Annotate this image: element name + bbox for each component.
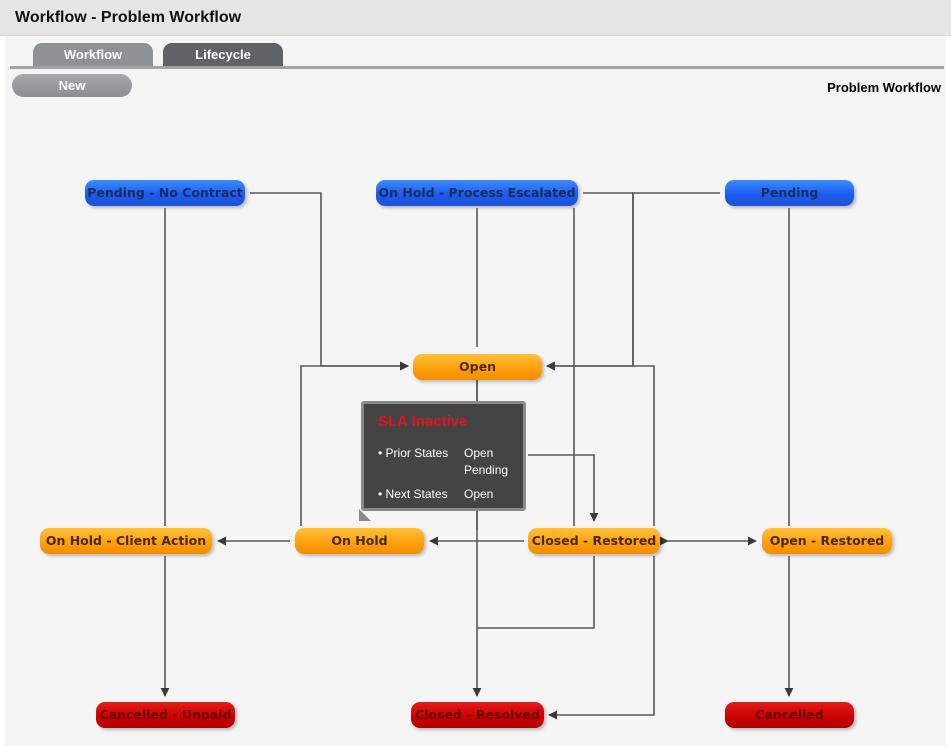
tooltip-next-states-label: • Next States xyxy=(378,487,448,501)
tooltip-next-state: Open xyxy=(464,487,494,501)
connector-closed-restored-to-closed-resolved xyxy=(548,556,655,720)
connector-to-closed-restored-top xyxy=(528,454,599,522)
state-open[interactable]: Open xyxy=(413,354,542,380)
state-closed-resolved[interactable]: Closed - Resolved xyxy=(411,702,544,728)
state-on-hold-process-escalated[interactable]: On Hold - Process Escalated xyxy=(376,180,578,206)
tooltip-prior-state: Open xyxy=(464,446,494,460)
tab-divider xyxy=(10,66,944,69)
state-pending-no-contract[interactable]: Pending - No Contract xyxy=(85,180,245,206)
state-pending[interactable]: Pending xyxy=(725,180,854,206)
connector-closed-restored-loop xyxy=(477,556,595,629)
tab-workflow[interactable]: Workflow xyxy=(33,43,153,67)
state-on-hold[interactable]: On Hold xyxy=(295,528,424,554)
sla-inactive-tooltip: SLA Inactive • Prior States Open Pending… xyxy=(361,401,526,511)
connector-pending-no-contract-to-open xyxy=(250,192,409,371)
workflow-name-label: Problem Workflow xyxy=(827,80,941,95)
connector-closed-restored-to-open xyxy=(546,361,655,526)
tab-lifecycle[interactable]: Lifecycle xyxy=(163,43,283,67)
connector-pending-to-open xyxy=(546,192,720,371)
connector-process-escalated-trunk xyxy=(583,192,634,366)
state-closed-restored[interactable]: Closed - Restored xyxy=(528,528,660,554)
state-open-restored[interactable]: Open - Restored xyxy=(762,528,892,554)
tooltip-title: SLA Inactive xyxy=(378,413,468,430)
tooltip-prior-state: Pending xyxy=(464,463,509,477)
state-cancelled[interactable]: Cancelled xyxy=(725,702,854,728)
page-title: Workflow - Problem Workflow xyxy=(15,9,242,26)
new-state-button[interactable]: New xyxy=(12,74,132,97)
tooltip-pointer xyxy=(359,509,371,521)
connector-on-hold-to-open xyxy=(300,361,409,526)
state-on-hold-client-action[interactable]: On Hold - Client Action xyxy=(40,528,212,554)
state-cancelled-unpaid[interactable]: Cancelled - Unpaid xyxy=(96,702,235,728)
tooltip-prior-states-label: • Prior States xyxy=(378,446,449,460)
window-titlebar: Workflow - Problem Workflow xyxy=(0,0,951,36)
